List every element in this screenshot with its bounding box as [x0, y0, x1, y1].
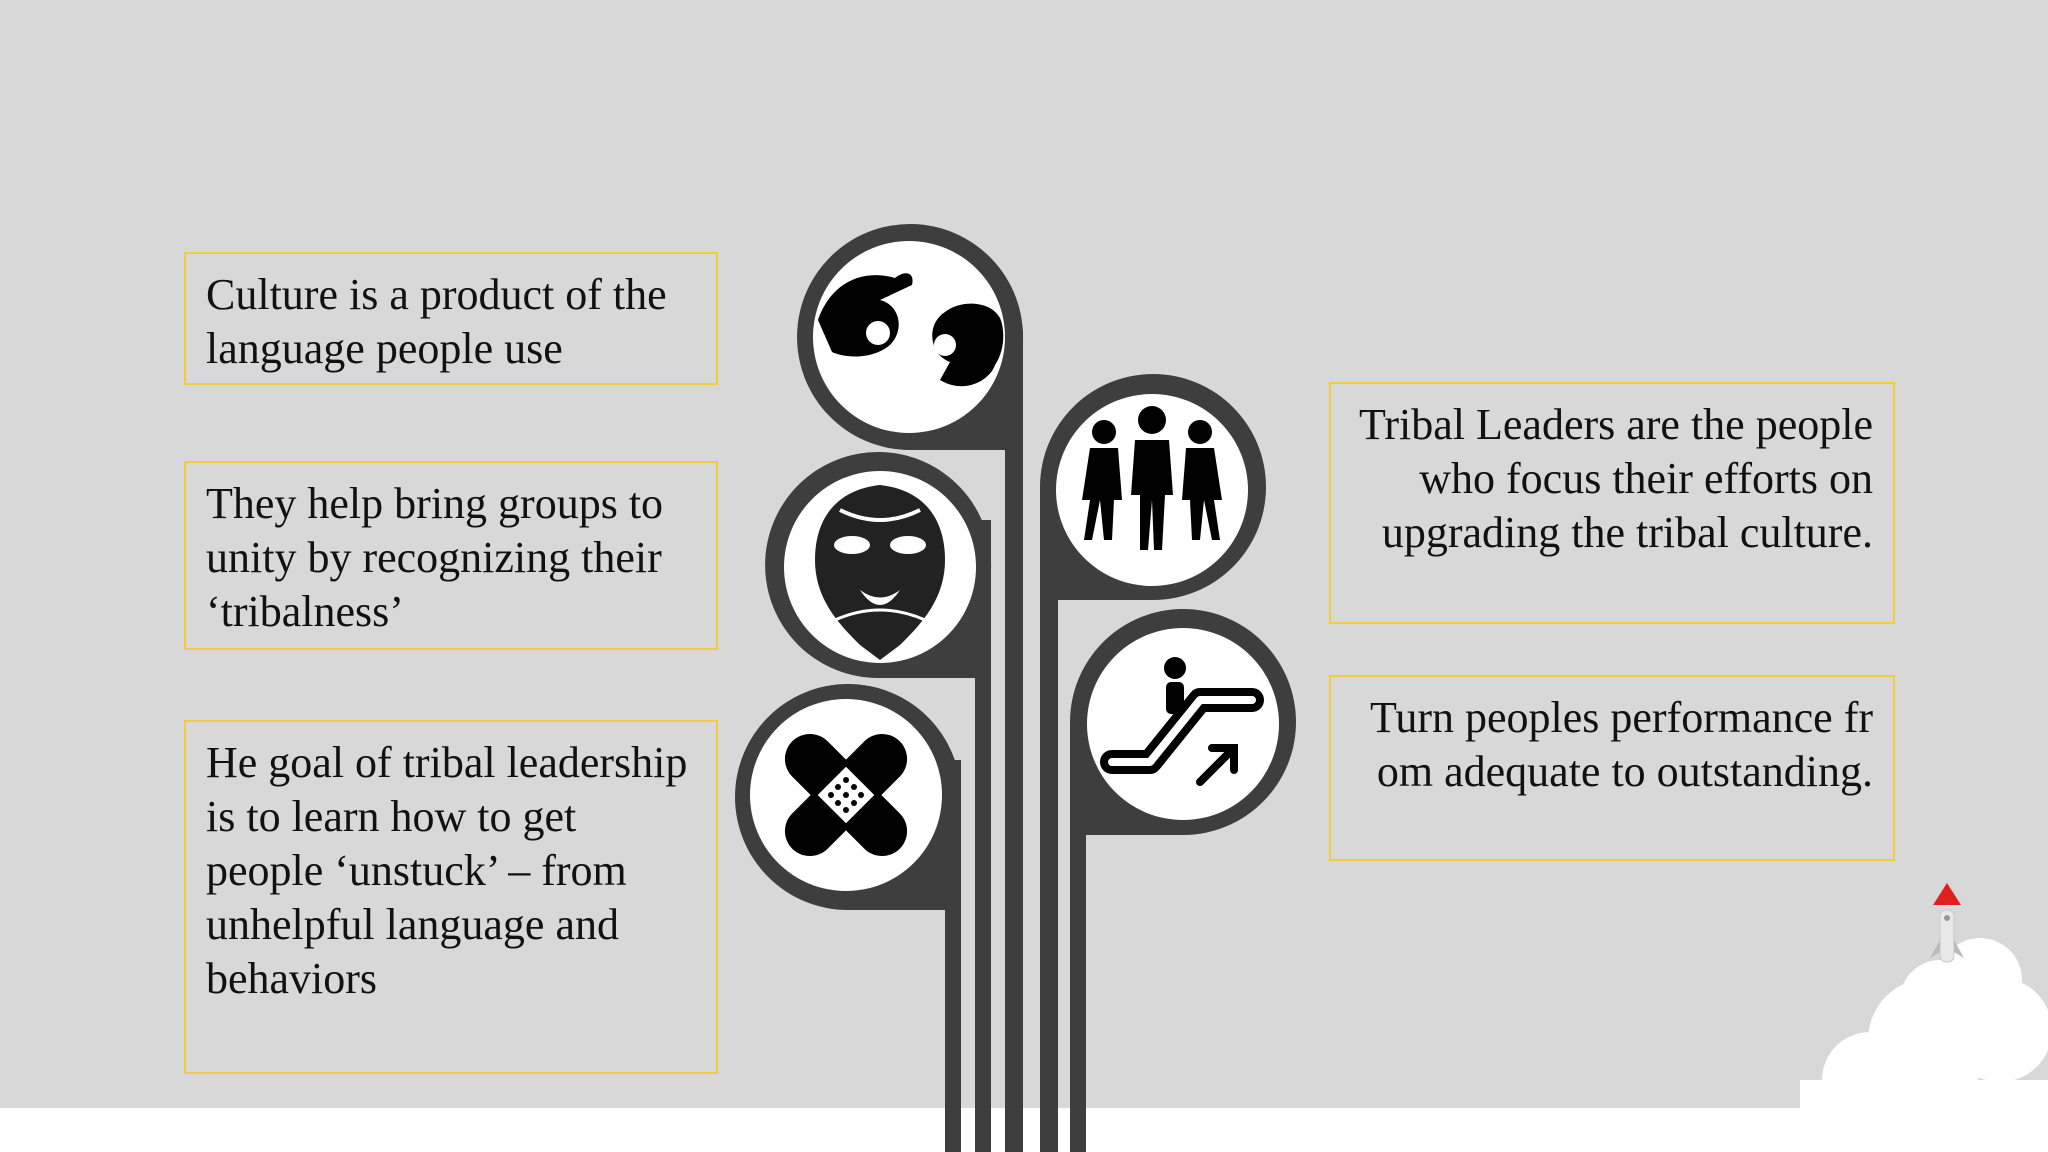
text-box-unity: They help bring groups to unity by recog…	[184, 461, 718, 650]
group-of-people-icon	[1082, 406, 1222, 550]
sign-language-hands-icon	[818, 273, 1004, 387]
tree-stems	[945, 330, 1086, 1152]
floor-strip	[0, 1108, 2048, 1152]
rocket-icon	[1930, 883, 1964, 963]
cloud-shape	[1800, 938, 2048, 1152]
text-performance: Turn peoples performance fr om adequate …	[1370, 693, 1873, 796]
text-box-performance: Turn peoples performance fr om adequate …	[1329, 675, 1895, 861]
node-group-people	[1040, 374, 1267, 601]
text-unity: They help bring groups to unity by recog…	[206, 479, 664, 636]
node-tribal-mask	[765, 452, 992, 679]
text-tribal-leaders: Tribal Leaders are the people who focus …	[1359, 400, 1873, 557]
text-goal: He goal of tribal leadership is to learn…	[206, 738, 688, 1003]
escalator-icon	[1100, 657, 1264, 786]
node-bandage	[735, 684, 961, 910]
text-culture: Culture is a product of the language peo…	[206, 270, 667, 373]
text-box-tribal-leaders: Tribal Leaders are the people who focus …	[1329, 382, 1895, 624]
tribal-mask-icon	[815, 485, 945, 660]
text-box-goal: He goal of tribal leadership is to learn…	[184, 720, 718, 1074]
bandage-icon	[784, 733, 908, 857]
node-sign-language	[797, 224, 1024, 450]
text-box-culture: Culture is a product of the language peo…	[184, 252, 718, 385]
node-escalator	[1070, 609, 1296, 835]
